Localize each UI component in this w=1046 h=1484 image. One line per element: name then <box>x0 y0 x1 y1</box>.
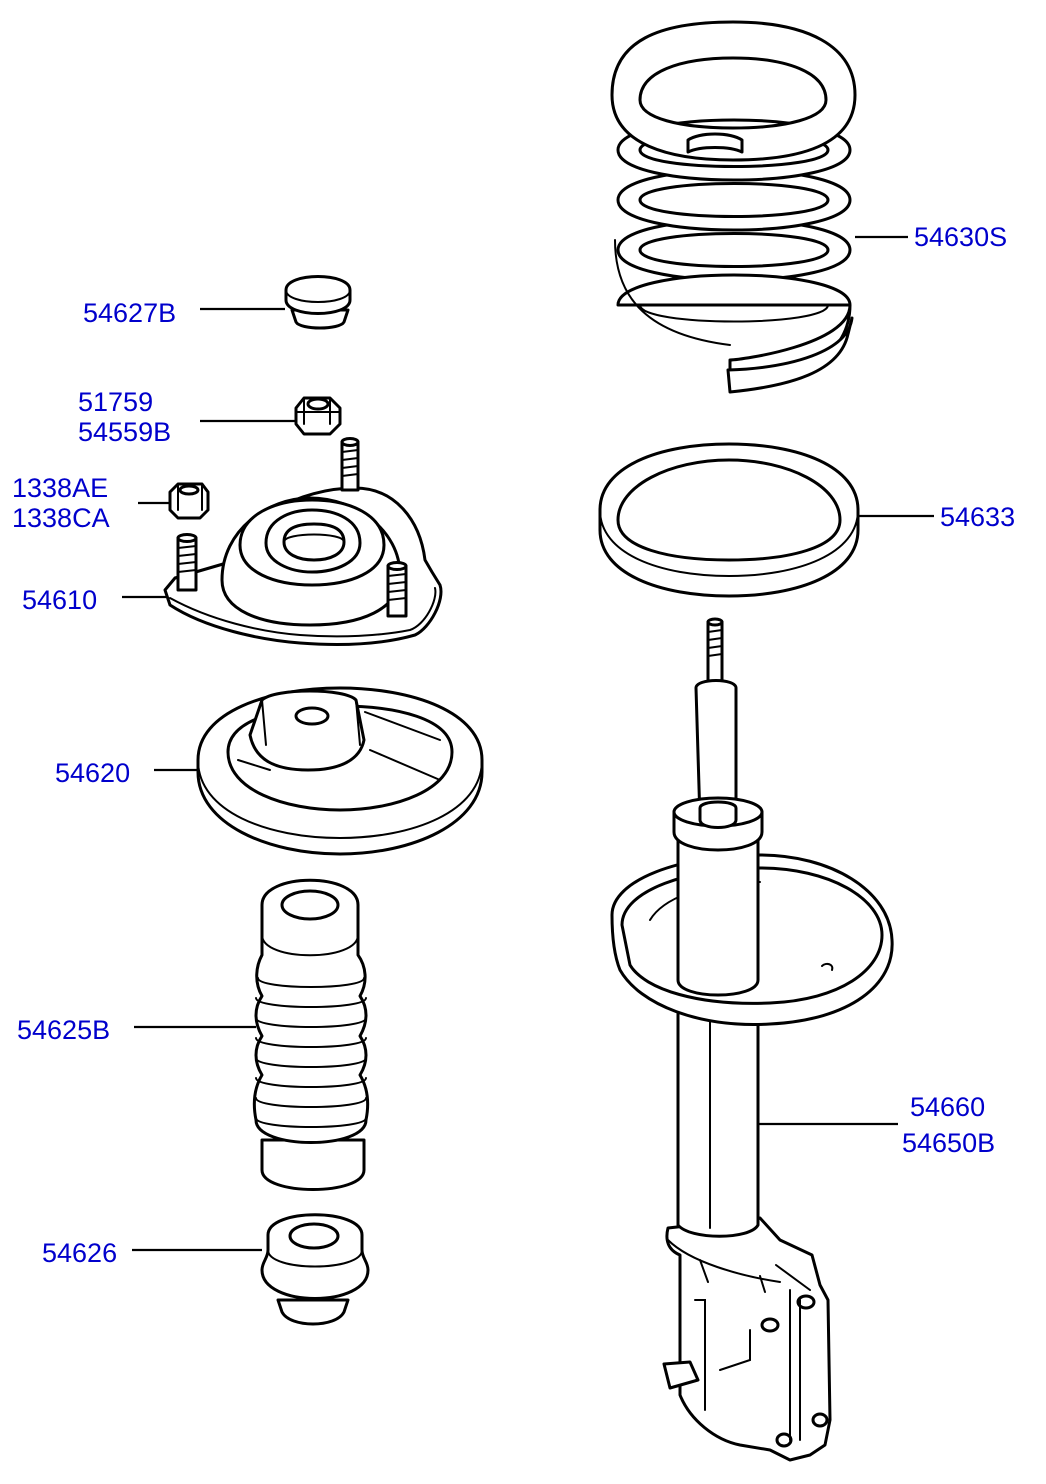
label-strut-a: 54660 <box>910 1092 985 1122</box>
label-dust-cover: 54625B <box>17 1015 110 1045</box>
strut-mount[interactable] <box>163 437 443 646</box>
label-coil-spring: 54630S <box>914 222 1007 252</box>
label-flange-nut-b: 1338CA <box>12 503 110 533</box>
spring-seat[interactable] <box>196 686 484 856</box>
hex-nut[interactable] <box>294 396 342 436</box>
spring-pad[interactable] <box>598 442 860 598</box>
label-spring-seat: 54620 <box>55 758 130 788</box>
label-bumper-stopper: 54626 <box>42 1238 117 1268</box>
label-spring-pad: 54633 <box>940 502 1015 532</box>
strut-assembly[interactable] <box>610 617 894 1462</box>
label-strut-mount: 54610 <box>22 585 97 615</box>
label-dust-cap: 54627B <box>83 298 176 328</box>
coil-spring[interactable] <box>610 20 857 394</box>
dust-cap[interactable] <box>284 275 352 330</box>
flange-nut[interactable] <box>168 482 210 520</box>
bumper-stopper[interactable] <box>260 1213 370 1326</box>
label-nut-b: 54559B <box>78 417 171 447</box>
label-flange-nut-a: 1338AE <box>12 473 108 503</box>
label-nut-a: 51759 <box>78 387 153 417</box>
dust-cover[interactable] <box>252 878 370 1191</box>
label-strut-b: 54650B <box>902 1128 995 1158</box>
